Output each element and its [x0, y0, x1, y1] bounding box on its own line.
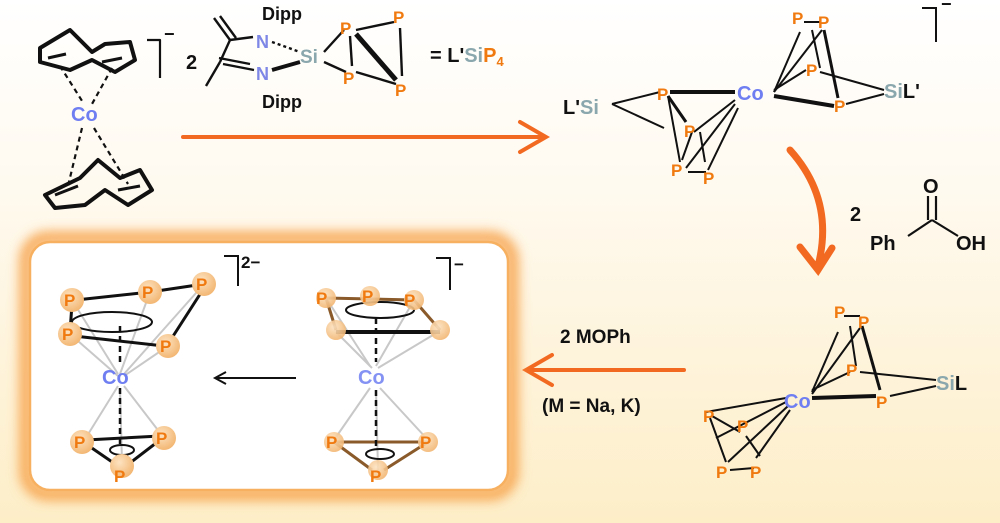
acid-oh: OH — [956, 233, 986, 255]
p-atom-sphere — [60, 288, 84, 312]
p-atom: P — [142, 283, 153, 302]
base-label: 2 MOPh — [560, 327, 631, 348]
si-l-prime-right: SiL' — [884, 81, 920, 103]
reagent-coefficient: 2 — [186, 52, 197, 74]
p-atom-sphere — [316, 288, 336, 308]
p-atom-sphere — [324, 432, 344, 452]
p-atom: P — [393, 8, 404, 27]
p-atom: P — [806, 61, 817, 80]
sandwich-anion-monoanion — [316, 257, 451, 480]
acid-o: O — [923, 176, 939, 198]
base-condition: (M = Na, K) — [542, 396, 641, 417]
silylene-definition: = L'SiP4 — [430, 45, 504, 69]
p-atom-sphere — [70, 430, 94, 454]
p-atom-sphere — [192, 272, 216, 296]
p-atom: P — [340, 19, 351, 38]
cobalt-cod-complex — [38, 28, 162, 210]
p-atom: P — [114, 467, 125, 486]
p-atom-sphere — [138, 280, 162, 304]
p-atom: P — [343, 69, 354, 88]
p-atom: P — [834, 97, 845, 116]
p-atom-sphere — [404, 290, 424, 310]
p-atom: P — [834, 303, 845, 322]
co-atom-product2: Co — [784, 391, 811, 413]
p-atom: P — [64, 291, 75, 310]
cobalt-p4-silylene-complex — [705, 315, 937, 471]
p-atom: P — [818, 13, 829, 32]
n-atom-2: N — [256, 64, 269, 84]
charge-start: − — [164, 24, 175, 44]
p-atom: P — [846, 361, 857, 380]
p-atom: P — [196, 275, 207, 294]
p-atom: P — [792, 9, 803, 28]
p-atom-sphere — [430, 320, 450, 340]
co-atom-dianion: Co — [102, 367, 129, 389]
p-atom-sphere — [368, 460, 388, 480]
dipp-top: Dipp — [262, 4, 302, 24]
l-prime-si-left: L'Si — [563, 97, 599, 119]
acid-coefficient: 2 — [850, 204, 861, 226]
p-atom: P — [62, 325, 73, 344]
p-atom: P — [703, 407, 714, 426]
dipp-bottom: Dipp — [262, 92, 302, 112]
p-atom: P — [404, 291, 415, 310]
p-atom: P — [420, 433, 431, 452]
p-atom: P — [370, 467, 381, 486]
co-atom-start: Co — [71, 104, 98, 126]
charge-product1: − — [941, 0, 952, 14]
p-atom: P — [858, 313, 869, 332]
benzoic-acid-structure — [907, 196, 959, 237]
p-atom-sphere — [360, 286, 380, 306]
p-atom-sphere — [58, 322, 82, 346]
acid-ph: Ph — [870, 233, 896, 255]
p-atom-sphere — [110, 454, 134, 478]
p-atom: P — [326, 433, 337, 452]
product-box — [28, 240, 510, 492]
reaction-arrow-3 — [521, 353, 686, 387]
co-atom-product1: Co — [737, 83, 764, 105]
n-atom-1: N — [256, 32, 269, 52]
p-atom: P — [74, 433, 85, 452]
co-atom-monoanion: Co — [358, 367, 385, 389]
p-atom: P — [671, 161, 682, 180]
p-atom: P — [362, 287, 373, 306]
p-atom: P — [876, 393, 887, 412]
p-atom-sphere — [326, 320, 346, 340]
p-atom: P — [160, 337, 171, 356]
p-atom: P — [156, 429, 167, 448]
product-box-glow — [20, 232, 518, 500]
conversion-arrow — [212, 371, 296, 385]
p-atom-sphere — [418, 432, 438, 452]
p-atom-sphere — [152, 426, 176, 450]
sandwich-anion-dianion — [58, 255, 239, 478]
reaction-arrow-1 — [181, 120, 551, 154]
reaction-arrow-2 — [786, 146, 836, 277]
si-l-right: SiL — [936, 373, 967, 395]
cobalt-bis-p4-complex — [611, 7, 937, 173]
p-atom: P — [703, 169, 714, 188]
si-atom-reagent: Si — [300, 47, 318, 68]
p-atom: P — [684, 122, 695, 141]
p-atom: P — [395, 81, 406, 100]
charge-dianion: 2− — [241, 253, 260, 272]
p-atom: P — [750, 463, 761, 482]
p-atom-sphere — [156, 334, 180, 358]
p-atom: P — [716, 463, 727, 482]
p-atom: P — [737, 417, 748, 436]
p-atom: P — [316, 289, 327, 308]
p-atom: P — [657, 85, 668, 104]
charge-monoanion: − — [454, 255, 464, 274]
silylene-structure — [204, 15, 404, 87]
